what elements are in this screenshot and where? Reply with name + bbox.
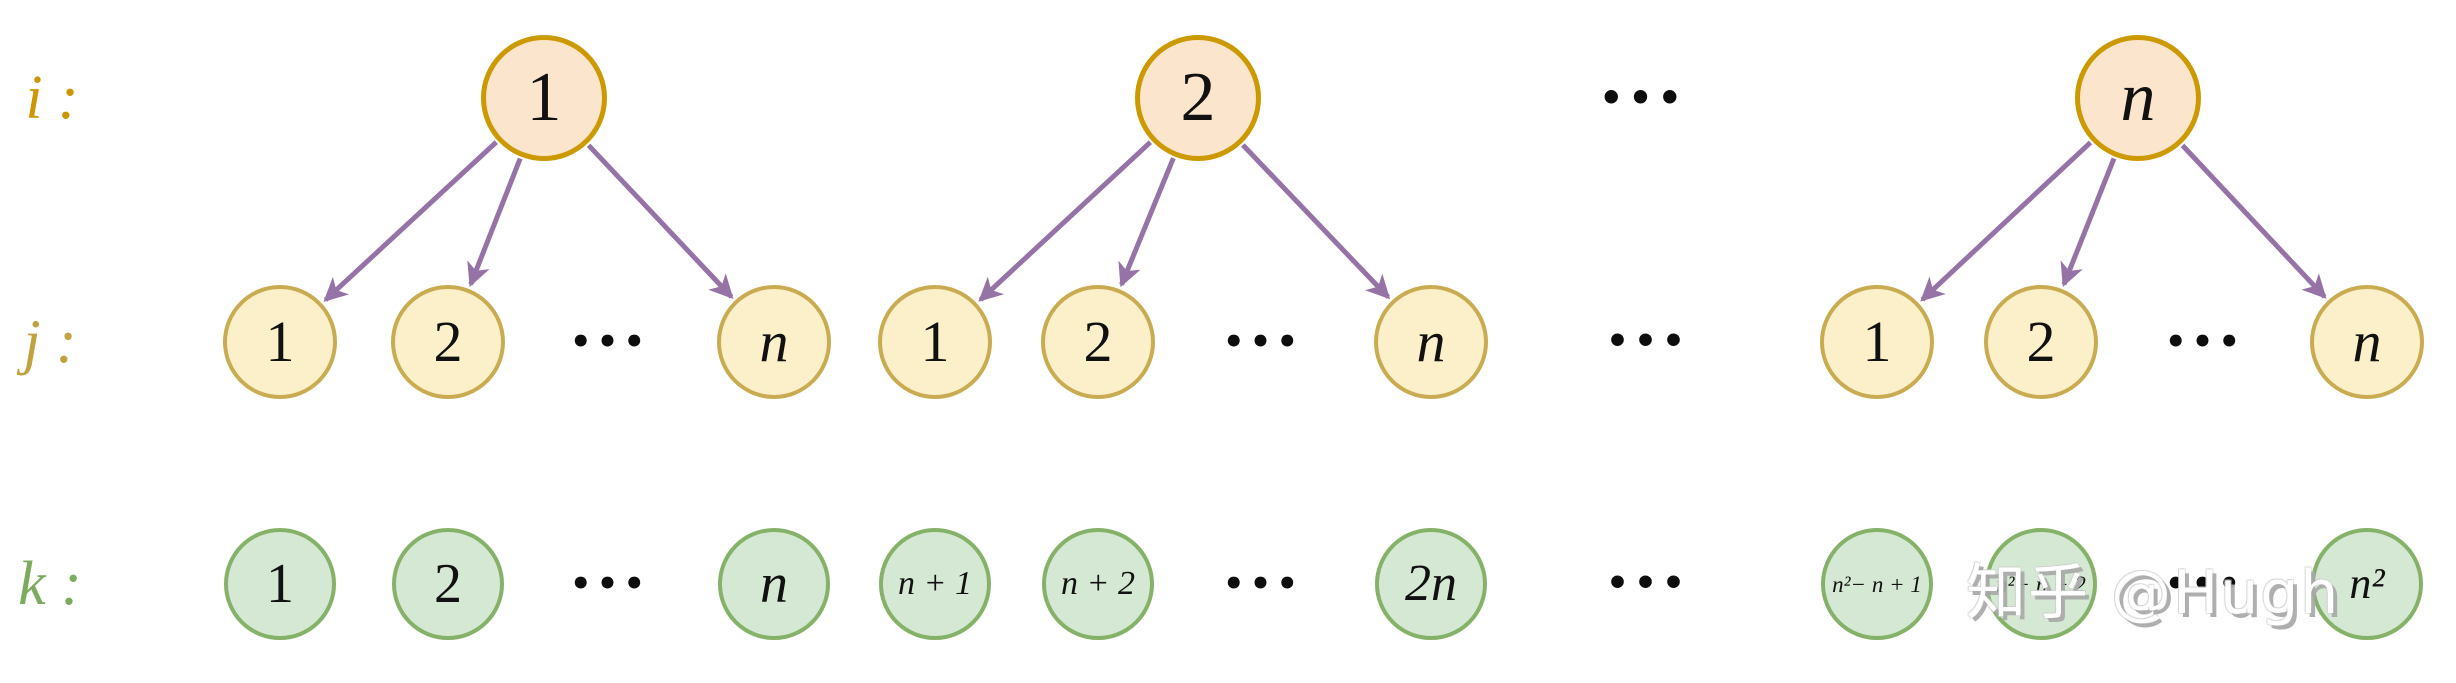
node-i-1: 2: [1135, 35, 1261, 161]
ellipsis-j-6: •••: [1222, 322, 1304, 362]
node-k-3: n: [718, 528, 830, 640]
node-k-10: n²− n + 2: [1985, 528, 2097, 640]
arrow-i3-j9: [1920, 140, 2093, 302]
node-k-9: n²− n + 1: [1821, 528, 1933, 640]
node-j-0: 1: [223, 285, 337, 399]
node-j-12: n: [2310, 285, 2424, 399]
arrow-i1-j4: [978, 140, 1153, 302]
ellipsis-j-2: •••: [569, 322, 651, 362]
ellipsis-j-11: •••: [2164, 322, 2246, 362]
node-i-3: n: [2075, 35, 2201, 161]
node-j-9: 1: [1820, 285, 1934, 399]
node-k-5: n + 2: [1042, 528, 1154, 640]
node-k-7: 2n: [1375, 528, 1487, 640]
row-label-j: j :: [23, 308, 77, 376]
node-k-4: n + 1: [879, 528, 991, 640]
node-k-12: n²: [2311, 528, 2423, 640]
arrow-i3-j10: [2060, 157, 2117, 288]
ellipsis-i-2: •••: [1599, 76, 1687, 120]
ellipsis-k-2: •••: [569, 564, 651, 604]
node-j-10: 2: [1984, 285, 2098, 399]
node-k-0: 1: [224, 528, 336, 640]
node-i-0: 1: [481, 35, 607, 161]
ellipsis-k-6: •••: [1222, 564, 1304, 604]
arrow-i1-j7: [1241, 143, 1391, 300]
row-label-k: k :: [18, 550, 82, 618]
arrow-i0-j3: [586, 143, 734, 299]
node-j-4: 1: [878, 285, 992, 399]
arrow-i1-j5: [1118, 157, 1176, 288]
node-k-1: 2: [392, 528, 504, 640]
ellipsis-j-8: •••: [1605, 321, 1691, 362]
node-j-1: 2: [391, 285, 505, 399]
ellipsis-k-8: •••: [1605, 563, 1691, 604]
arrow-i0-j0: [323, 140, 498, 302]
node-j-7: n: [1374, 285, 1488, 399]
arrow-i3-j12: [2180, 143, 2327, 299]
node-j-5: 2: [1041, 285, 1155, 399]
arrow-i0-j1: [467, 157, 523, 287]
watermark: 知乎 @Hugh: [1966, 558, 2341, 628]
ellipsis-k-11: •••: [2164, 564, 2246, 604]
node-j-3: n: [717, 285, 831, 399]
row-label-i: i :: [25, 64, 79, 132]
